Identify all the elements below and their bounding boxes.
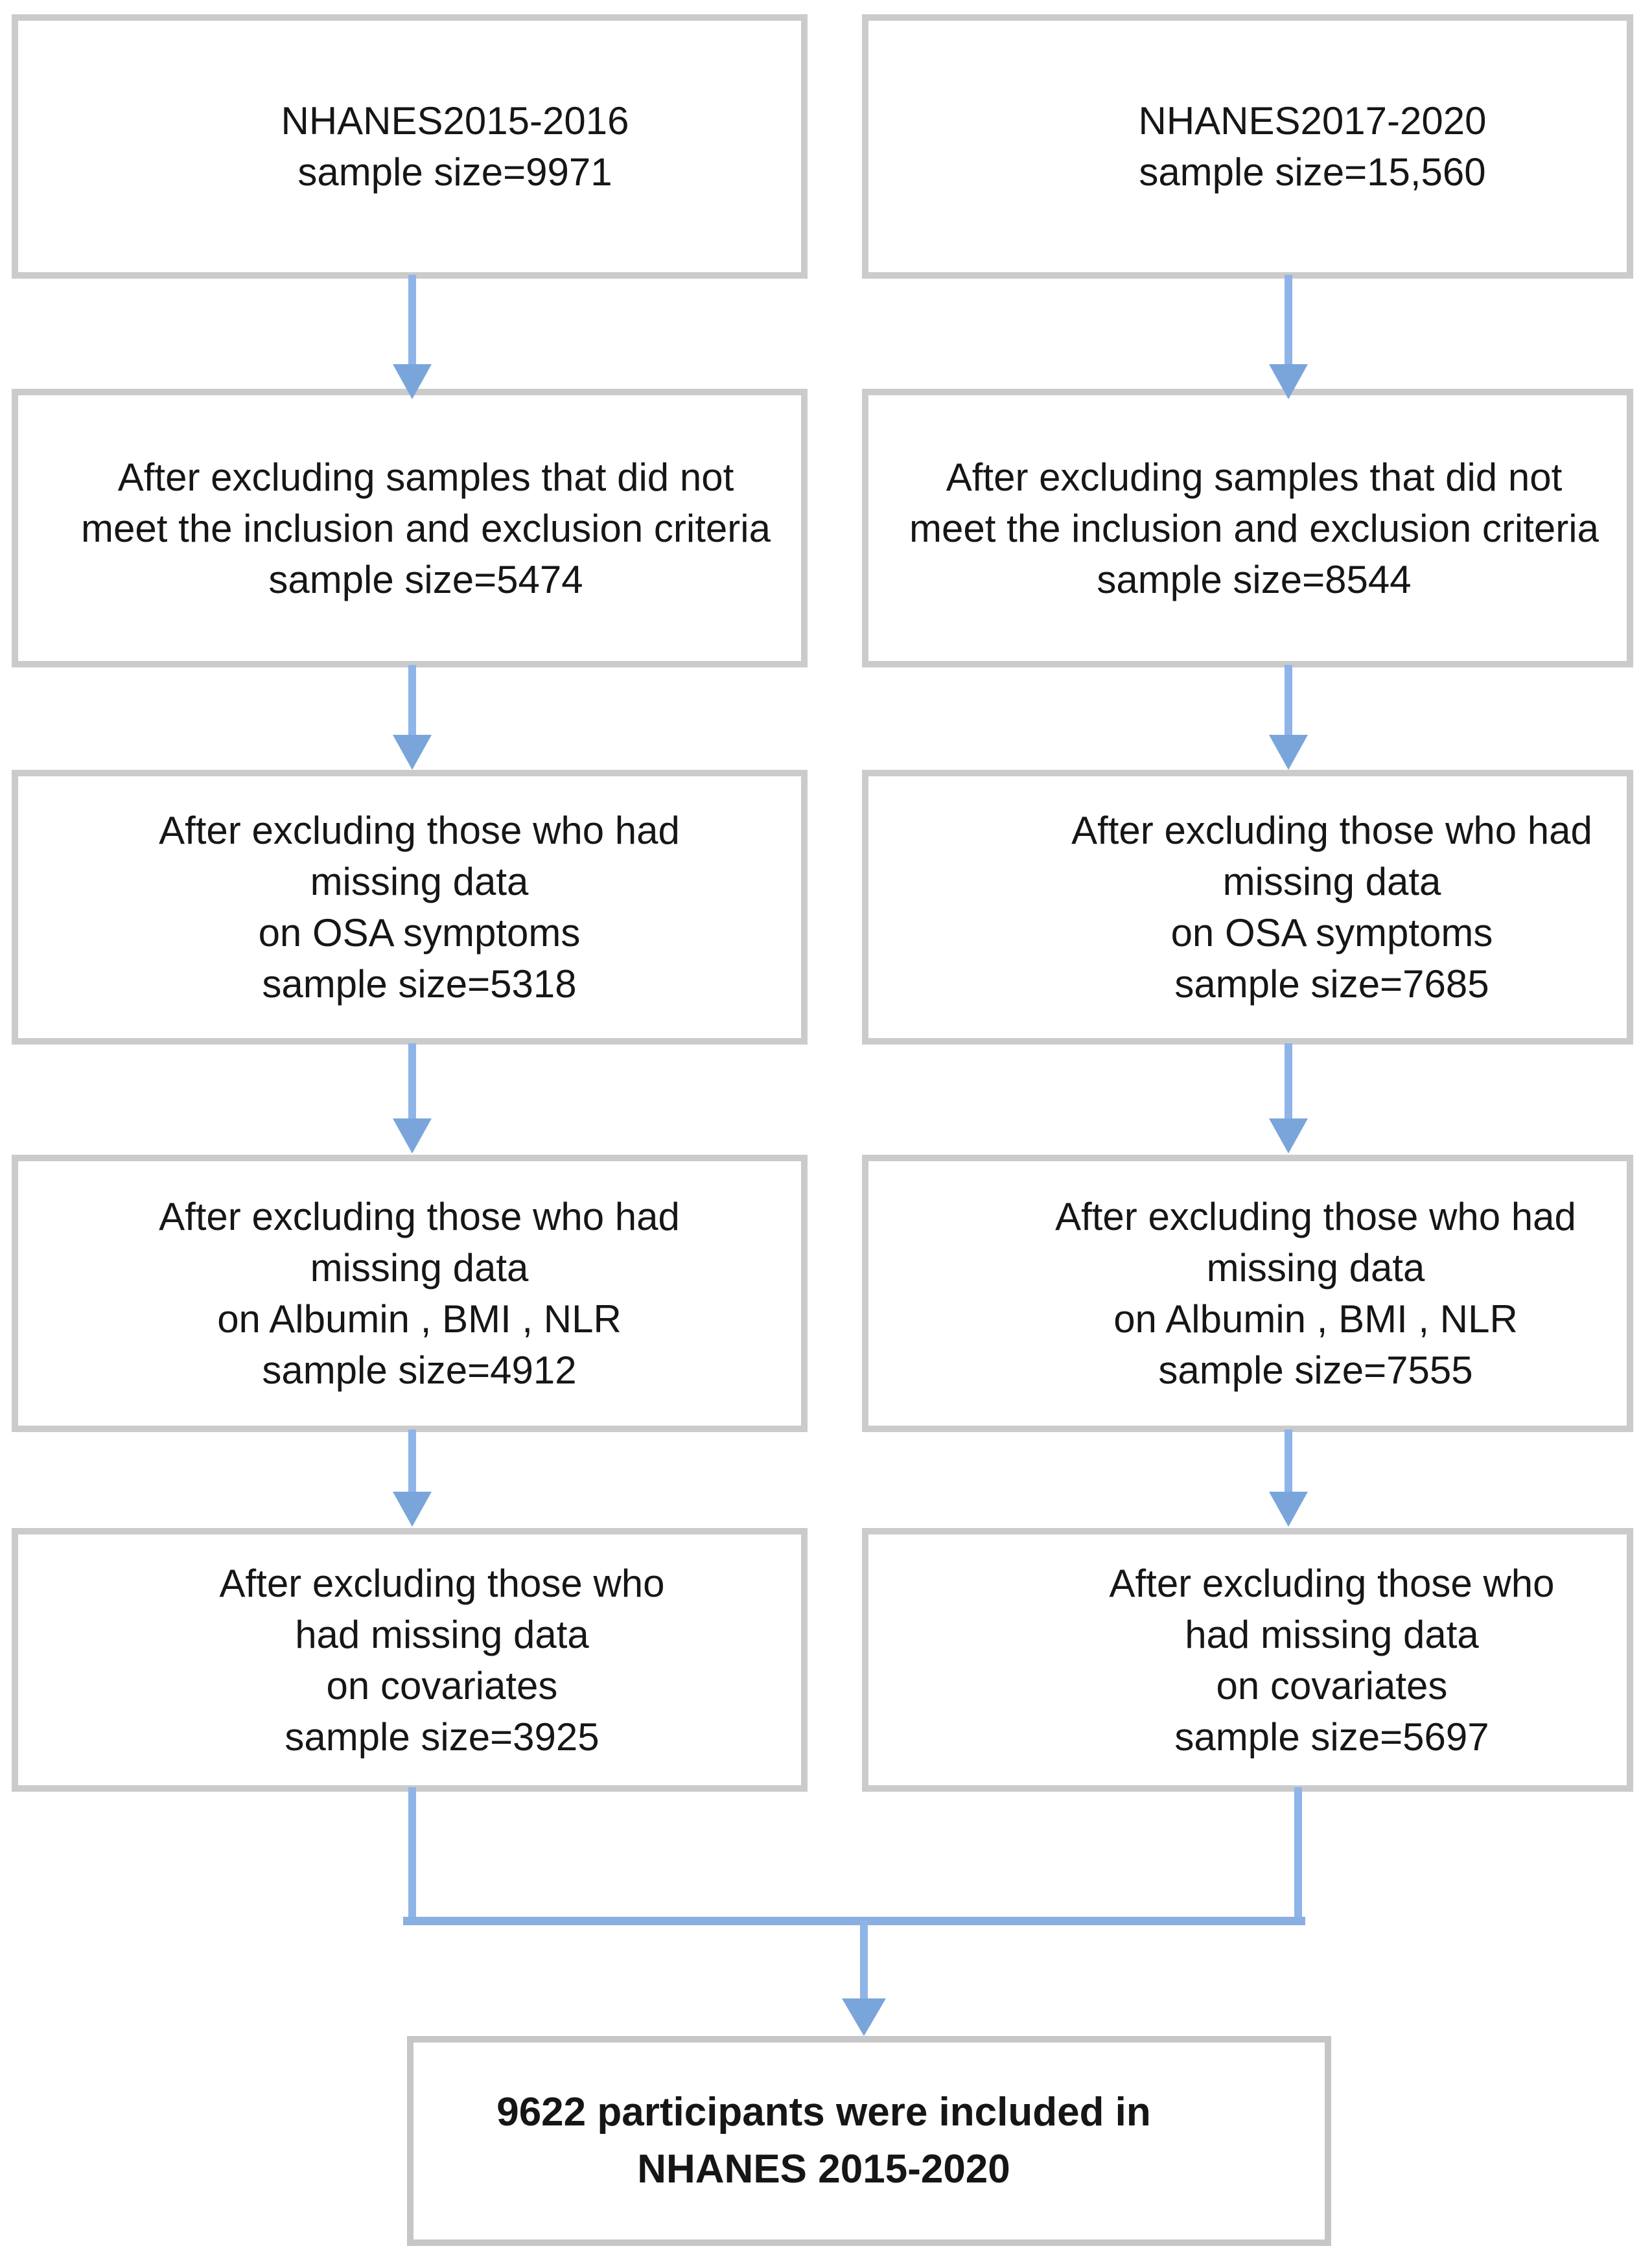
box-text: After excluding samples that did not mee… [81,452,771,605]
box-line: sample size=3925 [285,1715,599,1759]
box-line: sample size=5697 [1174,1715,1489,1759]
box-nhanes-2015-2016-start: NHANES2015-2016 sample size=9971 [12,14,808,279]
box-nhanes-2017-2020-start: NHANES2017-2020 sample size=15,560 [862,14,1633,279]
box-text: After excluding those who had missing da… [1109,1558,1554,1763]
box-line: After excluding those who [1109,1561,1555,1605]
box-text: NHANES2015-2016 sample size=9971 [281,95,629,198]
down-arrow-stem [1285,665,1292,737]
box-line: sample size=5474 [268,557,583,601]
box-line: NHANES 2015-2020 [637,2147,1010,2192]
box-text: After excluding those who had missing da… [1055,1191,1576,1396]
box-final-included-participants: 9622 participants were included in NHANE… [407,2036,1331,2246]
connector-horizontal [403,1917,1305,1925]
down-arrow-head-icon [1269,364,1308,399]
down-arrow-stem [1285,1429,1292,1494]
box-line: NHANES2017-2020 [1138,99,1487,143]
box-line: on covariates [1216,1663,1448,1707]
box-line: sample size=7555 [1158,1348,1473,1392]
down-arrow-head-icon [393,1118,432,1153]
box-line: After excluding samples that did not [946,455,1563,499]
box-line: on OSA symptoms [258,911,581,955]
down-arrow-stem [1285,1043,1292,1121]
box-line: After excluding those who had [159,809,680,852]
connector-right-vertical [1294,1787,1302,1921]
box-left-missing-osa: After excluding those who had missing da… [12,770,808,1045]
box-line: meet the inclusion and exclusion criteri… [81,506,771,550]
box-line: After excluding those who [219,1561,665,1605]
box-right-inclusion-exclusion: After excluding samples that did not mee… [862,389,1633,667]
box-line: After excluding samples that did not [117,455,734,499]
box-text: After excluding those who had missing da… [159,805,680,1010]
box-line: missing data [1222,860,1441,903]
box-line: sample size=8544 [1097,557,1412,601]
down-arrow-head-icon [1269,1492,1308,1527]
box-line: NHANES2015-2016 [281,99,629,143]
box-line: meet the inclusion and exclusion criteri… [909,506,1599,550]
merge-arrow-stem [860,1921,868,2000]
box-right-missing-covariates: After excluding those who had missing da… [862,1528,1633,1792]
down-arrow-stem [408,1043,416,1121]
merge-arrow-head-icon [842,1998,886,2036]
down-arrow-stem [408,665,416,737]
down-arrow-stem [408,275,416,367]
box-text: After excluding those who had missing da… [219,1558,664,1763]
box-text: NHANES2017-2020 sample size=15,560 [1139,95,1487,198]
box-right-missing-osa: After excluding those who had missing da… [862,770,1633,1045]
connector-left-vertical [408,1787,416,1921]
box-right-missing-albumin-bmi-nlr: After excluding those who had missing da… [862,1155,1633,1432]
box-line: After excluding those who had [159,1195,680,1238]
box-line: on OSA symptoms [1170,911,1493,955]
box-line: After excluding those who had [1071,809,1592,852]
box-line: on Albumin , BMI , NLR [217,1297,622,1341]
box-line: missing data [310,860,529,903]
box-left-missing-albumin-bmi-nlr: After excluding those who had missing da… [12,1155,808,1432]
box-text: After excluding those who had missing da… [159,1191,680,1396]
box-line: sample size=7685 [1174,962,1489,1006]
box-text: After excluding samples that did not mee… [909,452,1599,605]
box-left-missing-covariates: After excluding those who had missing da… [12,1528,808,1792]
box-line: sample size=15,560 [1139,150,1486,194]
box-line: sample size=9971 [297,150,612,194]
down-arrow-head-icon [393,1492,432,1527]
down-arrow-stem [1285,275,1292,367]
box-line: 9622 participants were included in [496,2090,1151,2135]
down-arrow-head-icon [393,364,432,399]
box-line: had missing data [1185,1612,1479,1656]
down-arrow-stem [408,1429,416,1494]
box-text: 9622 participants were included in NHANE… [496,2084,1151,2198]
box-line: missing data [310,1246,529,1290]
box-line: on covariates [326,1663,558,1707]
down-arrow-head-icon [1269,735,1308,770]
box-line: on Albumin , BMI , NLR [1113,1297,1518,1341]
box-text: After excluding those who had missing da… [1071,805,1592,1010]
down-arrow-head-icon [393,735,432,770]
box-left-inclusion-exclusion: After excluding samples that did not mee… [12,389,808,667]
box-line: sample size=5318 [262,962,577,1006]
box-line: After excluding those who had [1055,1195,1576,1238]
box-line: missing data [1206,1246,1425,1290]
box-line: sample size=4912 [262,1348,577,1392]
box-line: had missing data [295,1612,589,1656]
down-arrow-head-icon [1269,1118,1308,1153]
